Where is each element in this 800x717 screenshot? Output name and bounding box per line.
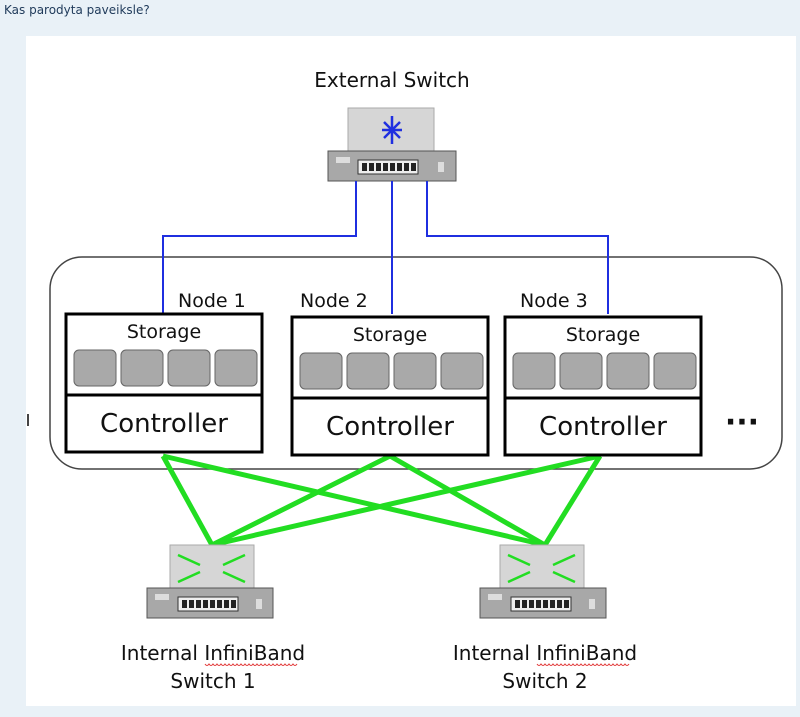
node-3-disk-icons <box>512 352 697 390</box>
question-text: Kas parodyta paveiksle? <box>4 3 150 17</box>
more-nodes-ellipsis: ··· <box>725 405 759 440</box>
node-1-controller-label: Controller <box>100 409 228 439</box>
internal-switch-1-icon <box>146 544 274 619</box>
node-2-disk-icons <box>299 352 484 390</box>
spellcheck-underline-2 <box>536 663 630 666</box>
node-2-storage-label: Storage <box>353 324 427 346</box>
internal-switch-1-label-line1: Internal InfiniBand <box>121 641 305 665</box>
node-2-label: Node 2 <box>300 290 368 312</box>
node-3-storage-label: Storage <box>566 324 640 346</box>
external-switch-icon <box>327 107 457 182</box>
internal-switch-2-label-line1: Internal InfiniBand <box>453 641 637 665</box>
node-1-storage-label: Storage <box>127 321 201 343</box>
node-1-label: Node 1 <box>178 290 246 312</box>
node-2-controller-label: Controller <box>326 412 454 442</box>
node-3-controller-label: Controller <box>539 412 667 442</box>
spellcheck-underline-1 <box>204 663 298 666</box>
node-3-label: Node 3 <box>520 290 588 312</box>
node-1: Node 1 Storage Controller <box>64 290 264 454</box>
external-switch-label: External Switch <box>314 68 469 92</box>
internal-switch-1-label-line2: Switch 1 <box>170 669 255 693</box>
node-1-disk-icons <box>73 349 258 387</box>
node-2: Node 2 Storage Controller <box>290 290 490 457</box>
internal-switch-2-icon <box>479 544 607 619</box>
node-3: Node 3 Storage Controller <box>503 290 703 457</box>
uplink-lines <box>162 181 609 314</box>
internal-switch-2-label-line2: Switch 2 <box>502 669 587 693</box>
interconnect-lines <box>160 453 603 548</box>
